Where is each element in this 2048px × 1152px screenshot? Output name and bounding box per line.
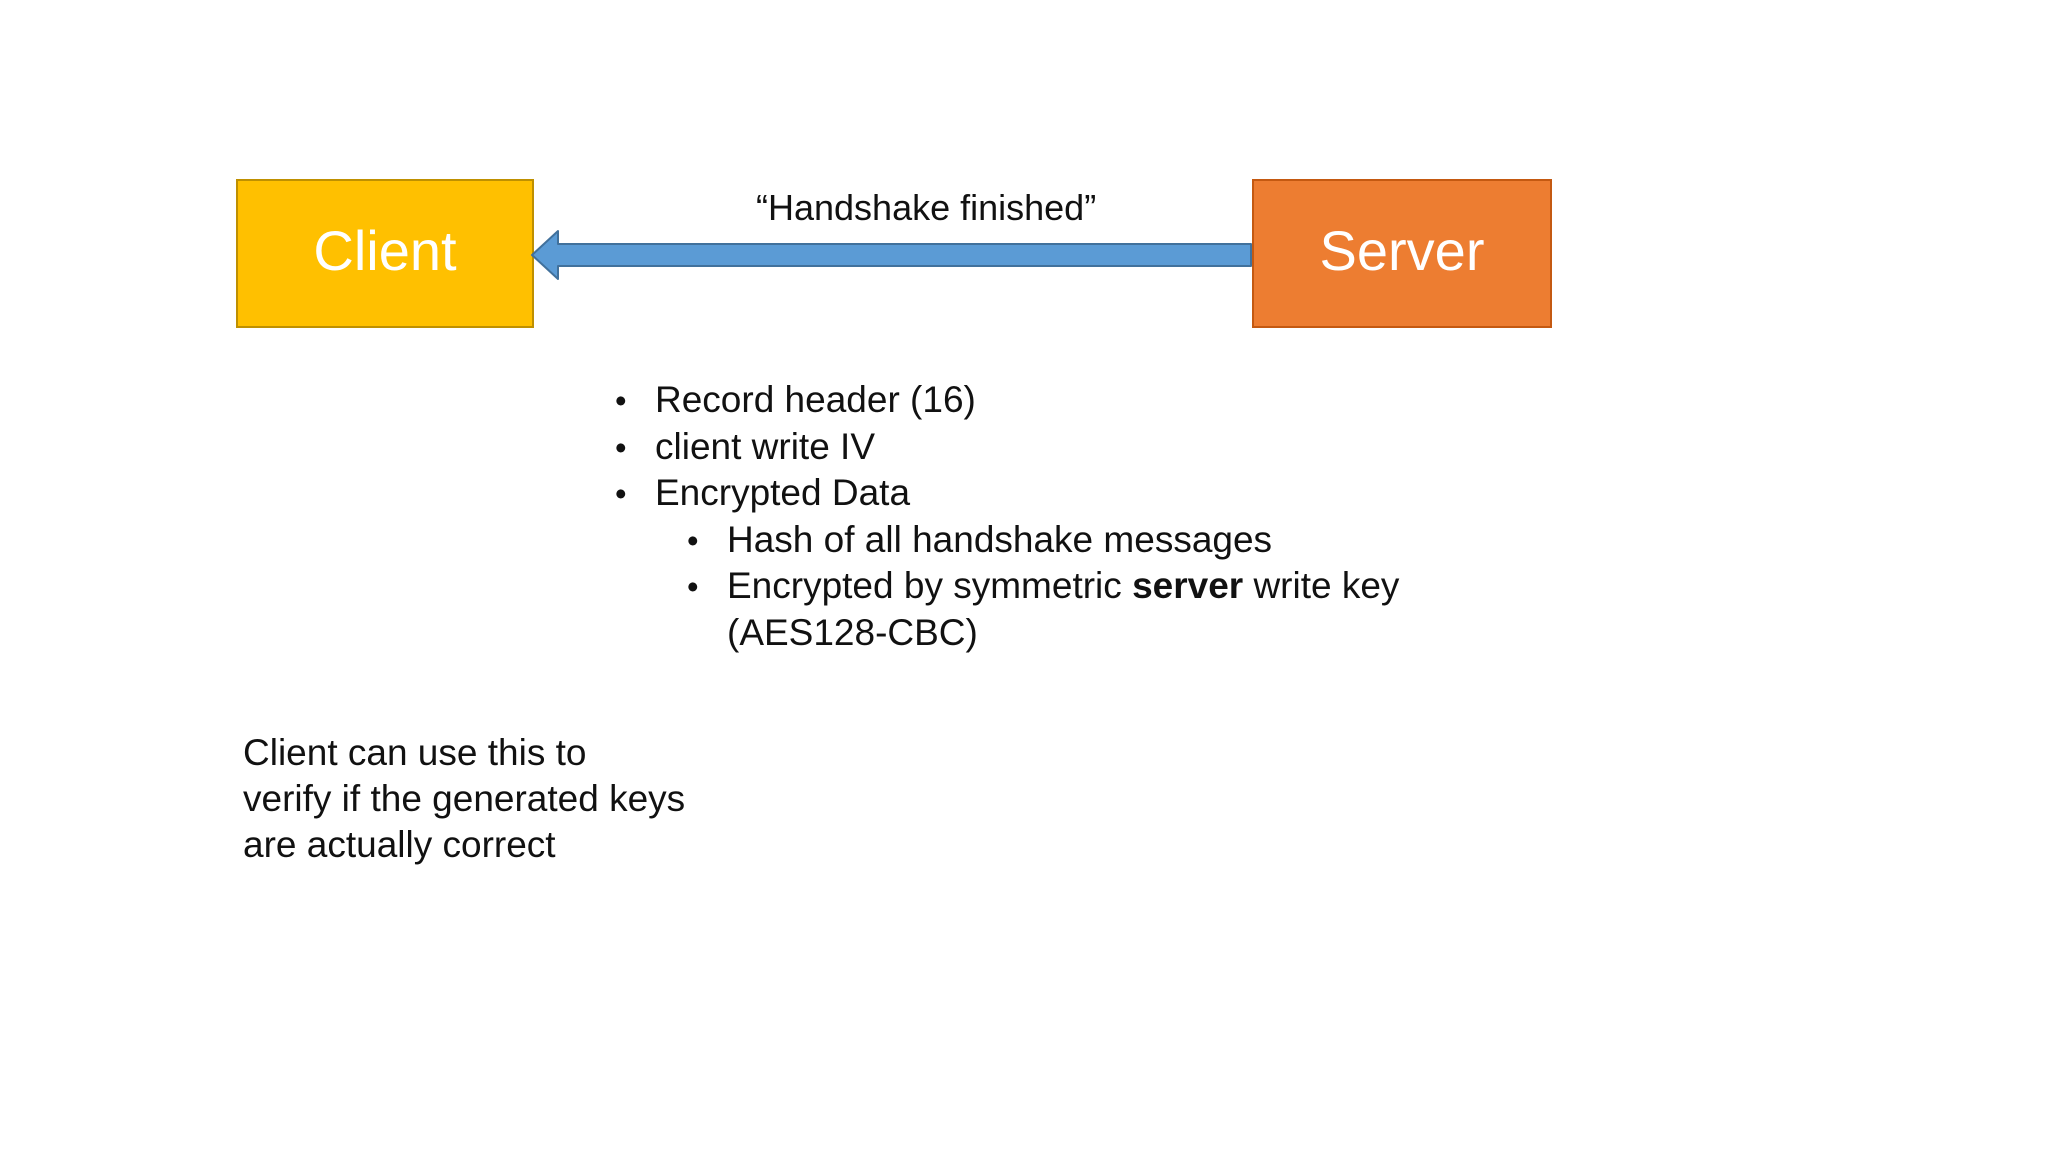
handshake-arrow-icon xyxy=(531,230,1252,280)
list-item-text-prefix: Encrypted by symmetric xyxy=(727,565,1133,606)
server-label: Server xyxy=(1319,218,1485,282)
list-item-text: Record header (16) xyxy=(655,379,976,420)
list-item-text: Encrypted Data xyxy=(655,472,911,513)
list-item: • Encrypted Data xyxy=(615,470,1399,517)
list-item-text-bold: server xyxy=(1132,565,1244,606)
note-line: are actually correct xyxy=(243,824,556,865)
arrow-label: “Handshake finished” xyxy=(756,187,1097,228)
handshake-detail-list: • Record header (16) • client write IV •… xyxy=(615,377,1399,655)
bullet-icon: • xyxy=(615,475,627,512)
list-item-continuation: (AES128-CBC) xyxy=(727,610,1399,656)
list-item: • Hash of all handshake messages xyxy=(687,517,1399,564)
bullet-icon: • xyxy=(687,568,699,605)
note-text: Client can use this to verify if the gen… xyxy=(243,730,685,868)
note-line: Client can use this to xyxy=(243,732,587,773)
note-line: verify if the generated keys xyxy=(243,778,686,819)
client-label: Client xyxy=(313,218,457,282)
server-box: Server xyxy=(1252,179,1552,328)
list-item: • client write IV xyxy=(615,424,1399,471)
left-arrow-shape xyxy=(531,230,1252,280)
list-item: • Encrypted by symmetric server write ke… xyxy=(687,563,1399,610)
bullet-icon: • xyxy=(615,428,627,466)
list-item-text: (AES128-CBC) xyxy=(727,611,978,653)
list-item-text: Encrypted by symmetric server write key xyxy=(727,563,1399,609)
list-item: • Record header (16) xyxy=(615,377,1399,424)
bullet-icon: • xyxy=(687,521,699,559)
list-item-text-suffix: write key xyxy=(1243,565,1400,606)
client-box: Client xyxy=(236,179,534,328)
bullet-icon: • xyxy=(615,382,627,419)
list-item-text: Hash of all handshake messages xyxy=(727,518,1273,560)
list-item-text: client write IV xyxy=(655,425,876,467)
